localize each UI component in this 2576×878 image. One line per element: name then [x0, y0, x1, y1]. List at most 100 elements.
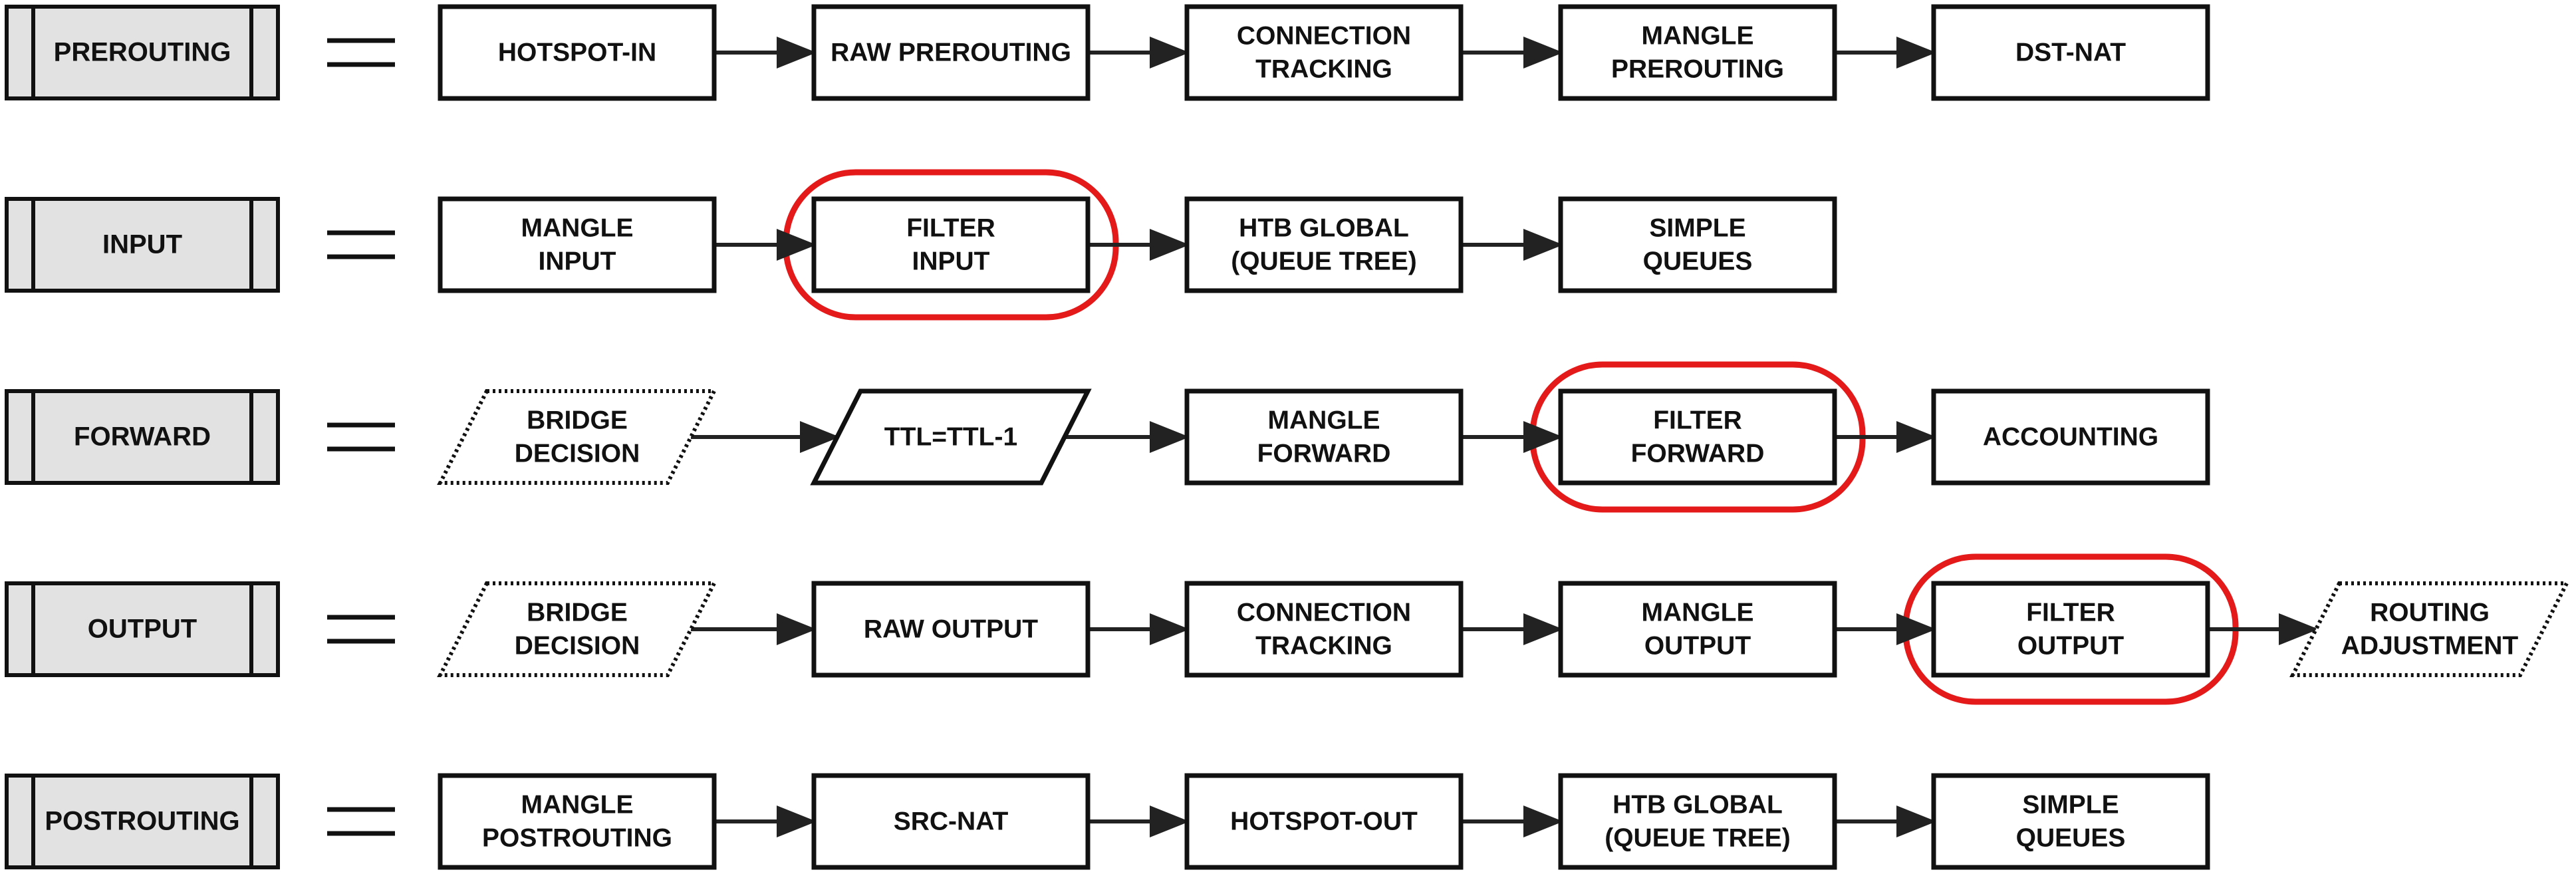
- step-mangle-forward: MANGLE FORWARD: [1184, 388, 1464, 486]
- process-box: [1184, 388, 1464, 486]
- chain-label: INPUT: [102, 230, 182, 259]
- step-bridge-decision: BRIDGE DECISION: [437, 581, 717, 677]
- step-label: FILTER: [2026, 598, 2115, 627]
- step-label: FILTER: [1653, 406, 1742, 434]
- equals-sign: [327, 615, 395, 644]
- chain-forward: FORWARD: [5, 389, 280, 485]
- chain-block: [5, 774, 280, 869]
- process-box: [811, 773, 1091, 870]
- chain-postrouting: POSTROUTING: [5, 774, 280, 869]
- chain-block: [5, 5, 280, 100]
- process-box: [1184, 4, 1464, 101]
- equals-sign: [327, 230, 395, 259]
- equals-sign: [327, 422, 395, 452]
- chain-label: PREROUTING: [54, 38, 231, 67]
- step-label: (QUEUE TREE): [1231, 247, 1417, 275]
- step-label: SRC-NAT: [894, 807, 1009, 835]
- step-hotspot-out: HOTSPOT-OUT: [1184, 773, 1464, 870]
- step-mangle-output: MANGLE OUTPUT: [1558, 581, 1837, 678]
- equals-sign: [327, 38, 395, 67]
- step-label: FORWARD: [1631, 439, 1765, 468]
- step-label: CONNECTION: [1237, 598, 1411, 627]
- step-simple-queues: SIMPLE QUEUES: [1558, 196, 1837, 293]
- step-label: MANGLE: [1268, 406, 1380, 434]
- step-label: BRIDGE: [527, 598, 628, 627]
- step-connection-tracking: CONNECTION TRACKING: [1184, 581, 1464, 678]
- process-box: [1184, 773, 1464, 870]
- io-parallelogram: [810, 388, 1092, 486]
- step-hotspot-in: HOTSPOT-IN: [438, 4, 717, 101]
- chain-label: FORWARD: [74, 422, 211, 452]
- process-box: [1931, 4, 2210, 101]
- step-mangle-prerouting: MANGLE PREROUTING: [1558, 4, 1837, 101]
- process-box: [1558, 773, 1837, 870]
- step-label: DECISION: [515, 439, 640, 468]
- chain-block: [5, 581, 280, 677]
- chain-block: [5, 389, 280, 485]
- step-label: FORWARD: [1257, 439, 1391, 468]
- chain-prerouting: PREROUTING: [5, 5, 280, 100]
- step-label: HOTSPOT-OUT: [1230, 807, 1418, 835]
- step-htb-global-queue-tree: HTB GLOBAL(QUEUE TREE): [1184, 196, 1464, 293]
- process-box: [1558, 4, 1837, 101]
- process-box: [1558, 388, 1837, 486]
- step-raw-prerouting: RAW PREROUTING: [811, 4, 1091, 101]
- process-box: [811, 196, 1091, 293]
- process-box: [1558, 196, 1837, 293]
- process-box: [1184, 196, 1464, 293]
- step-ttl-ttl-1: TTL=TTL-1: [810, 388, 1092, 486]
- step-label: BRIDGE: [527, 406, 628, 434]
- step-accounting: ACCOUNTING: [1931, 388, 2210, 486]
- process-box: [1931, 388, 2210, 486]
- step-routing-adjustment: ROUTING ADJUSTMENT: [2289, 581, 2570, 677]
- process-box: [811, 581, 1091, 678]
- process-box: [1931, 773, 2210, 870]
- step-label: QUEUES: [2016, 823, 2126, 852]
- chain-block: [5, 197, 280, 293]
- step-label: FILTER: [906, 214, 995, 242]
- step-label: RAW PREROUTING: [831, 38, 1071, 67]
- step-label: QUEUES: [1643, 247, 1753, 275]
- step-label: PREROUTING: [1611, 55, 1784, 83]
- step-raw-output: RAW OUTPUT: [811, 581, 1091, 678]
- step-htb-global-queue-tree: HTB GLOBAL (QUEUE TREE): [1558, 773, 1837, 870]
- chain-input: INPUT: [5, 197, 280, 293]
- process-box: [1558, 581, 1837, 678]
- step-bridge-decision: BRIDGE DECISION: [437, 389, 717, 485]
- step-label: MANGLE: [1642, 21, 1754, 50]
- step-label: SIMPLE: [1649, 214, 1745, 242]
- step-label: TTL=TTL-1: [884, 422, 1017, 451]
- step-src-nat: SRC-NAT: [811, 773, 1091, 870]
- step-label: DST-NAT: [2015, 38, 2126, 67]
- step-label: CONNECTION: [1237, 21, 1411, 50]
- chain-label: POSTROUTING: [45, 807, 239, 836]
- chain-label: OUTPUT: [88, 615, 197, 644]
- step-label: OUTPUT: [1644, 631, 1751, 660]
- equals-sign: [327, 807, 395, 836]
- decision-parallelogram: [437, 389, 717, 485]
- step-dst-nat: DST-NAT: [1931, 4, 2210, 101]
- step-label: TRACKING: [1255, 631, 1392, 660]
- process-box: [811, 4, 1091, 101]
- step-label: DECISION: [515, 631, 640, 660]
- step-label: (QUEUE TREE): [1605, 823, 1791, 852]
- step-label: RAW OUTPUT: [864, 615, 1038, 643]
- process-box: [438, 4, 717, 101]
- decision-parallelogram: [437, 581, 717, 677]
- process-box: [1184, 581, 1464, 678]
- step-label: OUTPUT: [2017, 631, 2125, 660]
- step-label: MANGLE: [1642, 598, 1754, 627]
- step-label: POSTROUTING: [482, 823, 672, 852]
- step-label: MANGLE: [521, 214, 634, 242]
- process-box: [438, 196, 717, 293]
- process-box: [438, 773, 717, 870]
- step-label: ADJUSTMENT: [2341, 631, 2519, 660]
- step-label: HTB GLOBAL: [1612, 790, 1783, 819]
- decision-parallelogram: [2289, 581, 2570, 677]
- step-label: INPUT: [912, 247, 990, 275]
- step-label: ROUTING: [2370, 598, 2490, 627]
